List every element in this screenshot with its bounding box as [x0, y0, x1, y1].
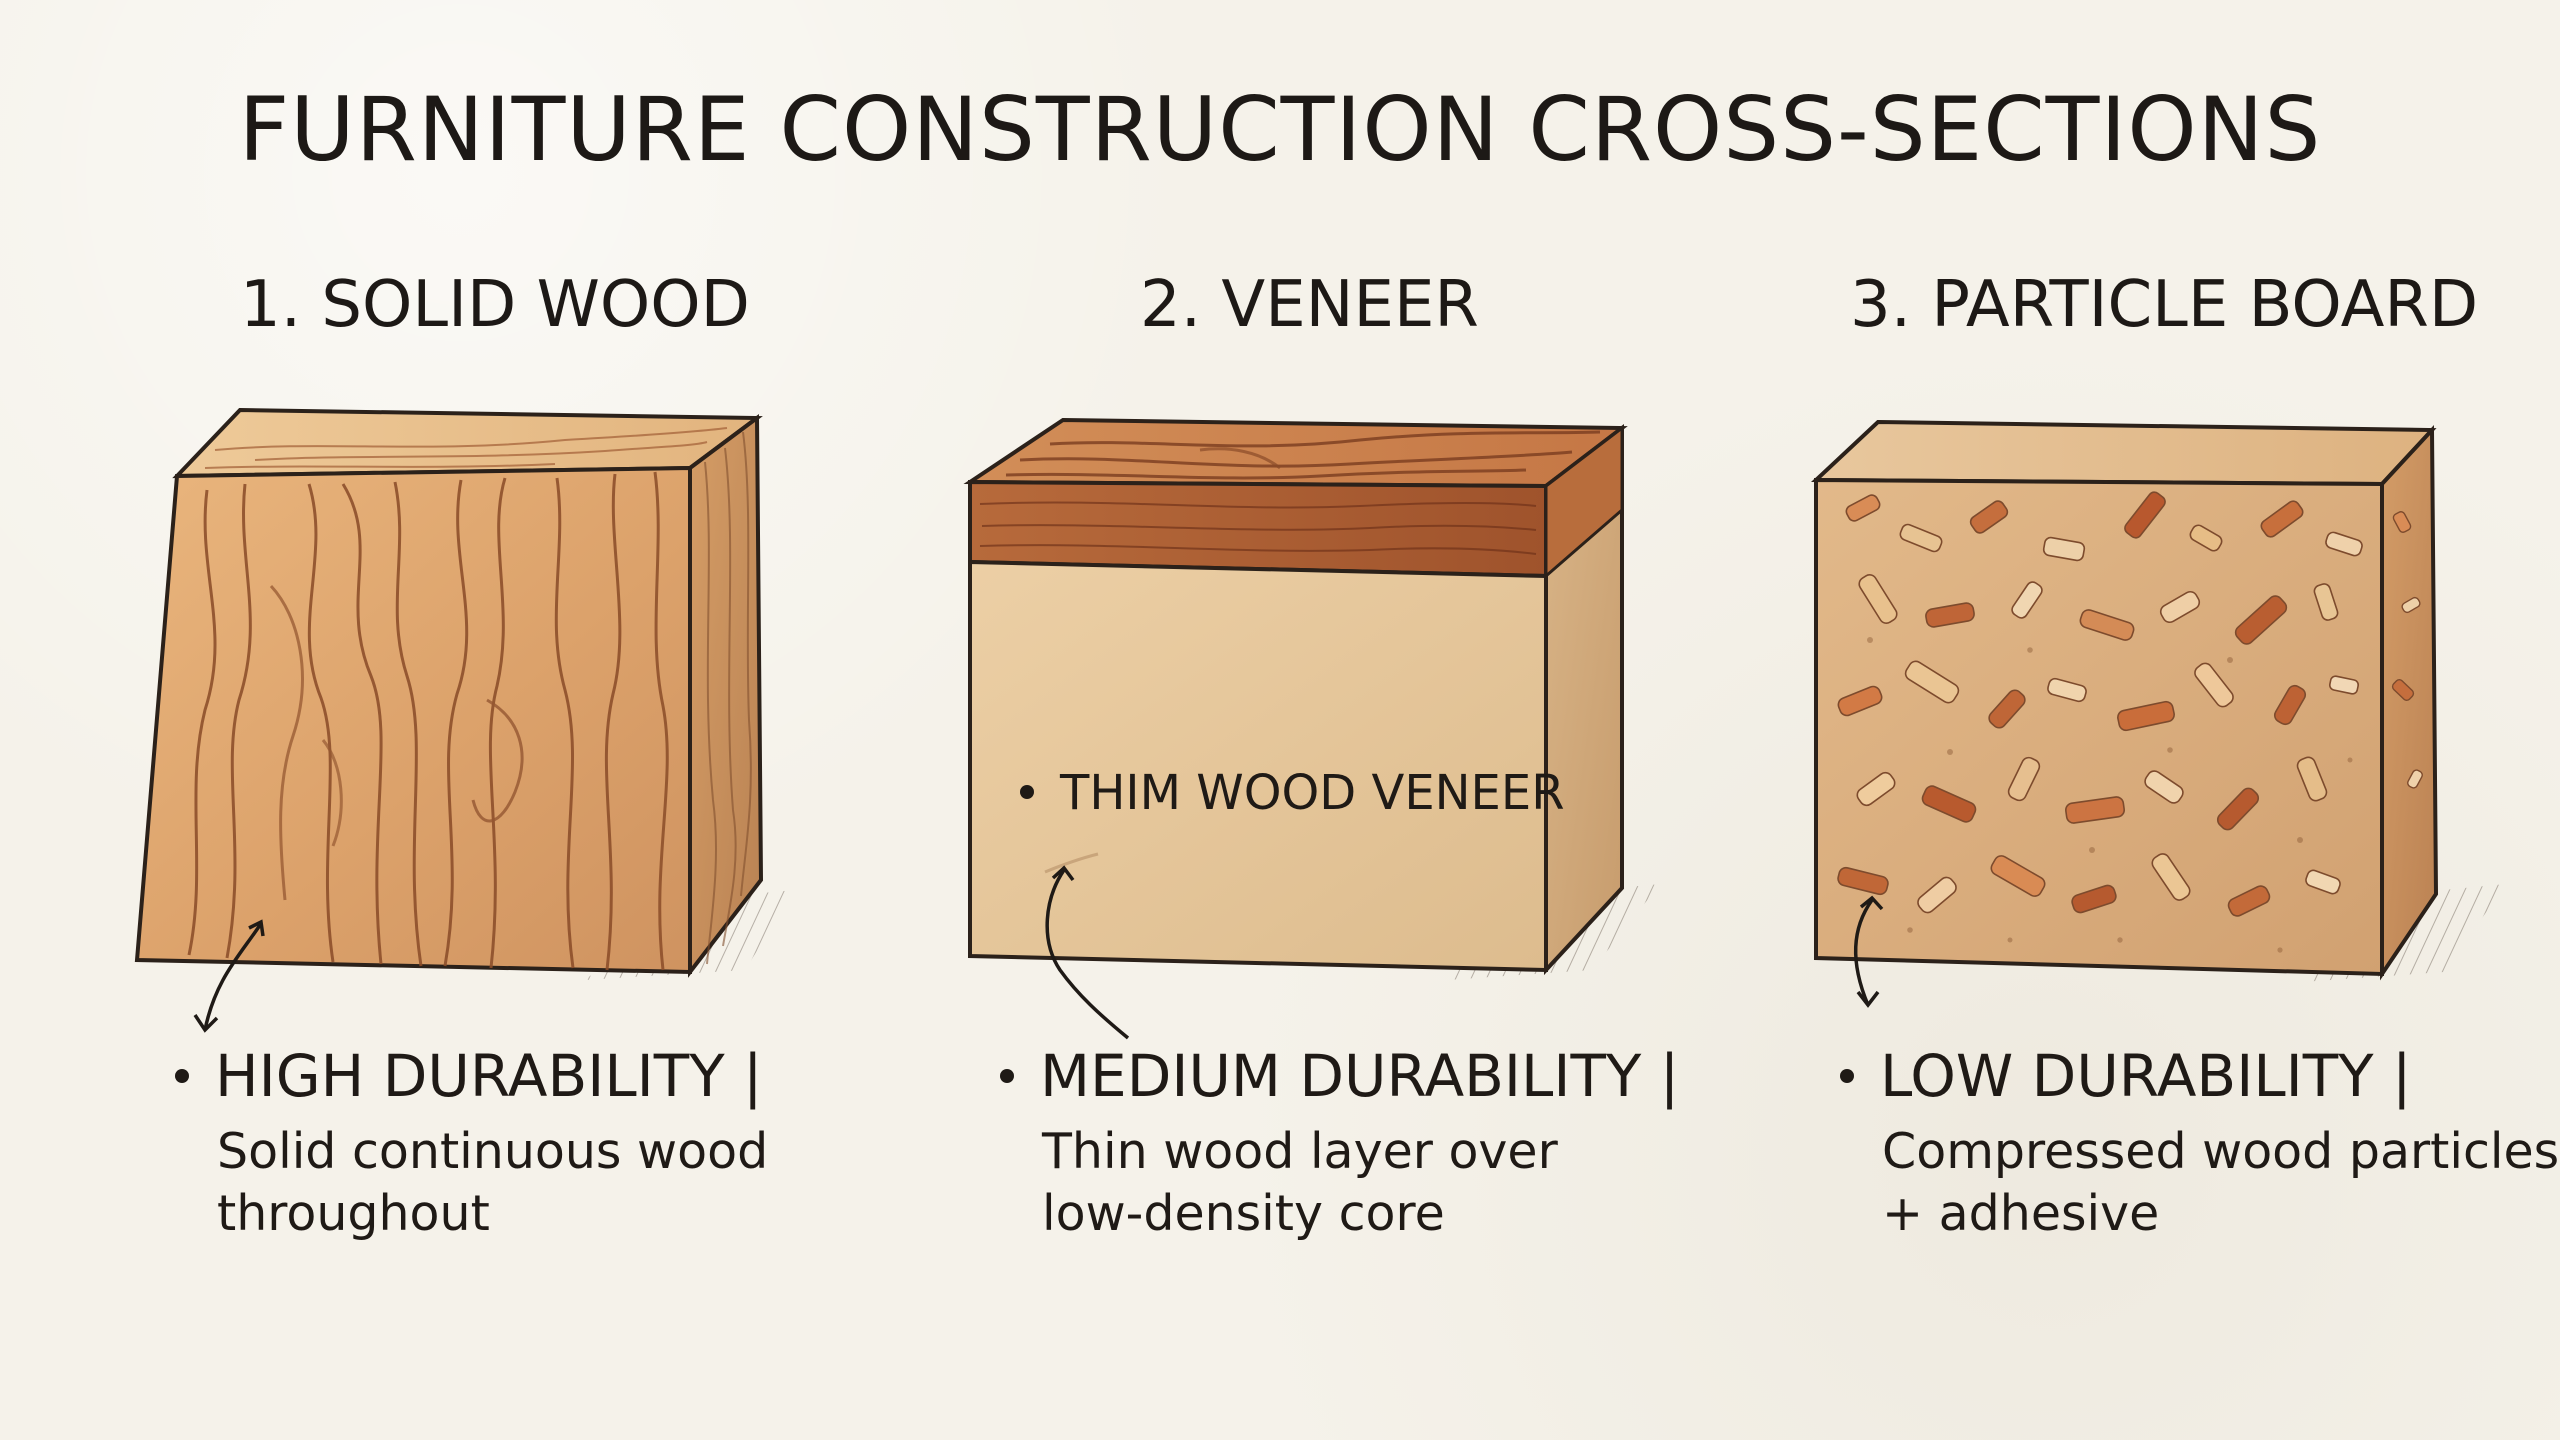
durability-label: MEDIUM DURABILITY |: [1040, 1042, 1680, 1110]
veneer-description: MEDIUM DURABILITY | Thin wood layer over…: [1000, 1042, 1720, 1245]
bullet-icon: [1840, 1068, 1854, 1083]
side-grain: [704, 431, 752, 965]
particle-board-description: LOW DURABILITY | Compressed wood particl…: [1840, 1042, 2560, 1245]
veneer-callout: THIM WOOD VENEER: [1020, 765, 1565, 821]
solid-wood-heading: 1. SOLID WOOD: [240, 268, 750, 342]
description-body: Compressed wood particles + adhesive: [1882, 1121, 2560, 1245]
veneer-illustration: [963, 417, 1660, 1040]
description-line-2: low-density core: [1042, 1185, 1445, 1243]
bullet-icon: [1000, 1068, 1014, 1083]
solid-wood-description: HIGH DURABILITY | Solid continuous wood …: [175, 1042, 895, 1245]
front-grain: [187, 471, 669, 971]
veneer-band-grain: [979, 501, 1537, 555]
page-title: FURNITURE CONSTRUCTION CROSS-SECTIONS: [238, 78, 2322, 181]
description-body: Thin wood layer over low-density core: [1042, 1121, 1720, 1245]
solid-wood-illustration: [134, 407, 795, 1033]
durability-label: LOW DURABILITY |: [1880, 1042, 2412, 1110]
durability-label-row: LOW DURABILITY |: [1840, 1042, 2560, 1110]
particle-board-panel: 3. PARTICLE BOARD: [1760, 0, 2560, 1440]
particle-board-heading: 3. PARTICLE BOARD: [1850, 268, 2479, 342]
curved-arrow: [1045, 869, 1130, 1040]
curved-arrow: [1853, 898, 1874, 1006]
veneer-top-grain: [1005, 430, 1601, 480]
speckles: [1867, 637, 2353, 953]
description-body: Solid continuous wood throughout: [217, 1121, 895, 1245]
durability-label: HIGH DURABILITY |: [215, 1042, 763, 1110]
curved-arrow: [203, 924, 262, 1031]
description-line-1: Solid continuous wood: [217, 1122, 769, 1180]
side-face: [2380, 424, 2439, 981]
side-particles: [2391, 511, 2423, 789]
description-line-2: + adhesive: [1882, 1185, 2160, 1243]
bullet-icon: [175, 1068, 189, 1083]
solid-wood-panel: 1. SOLID WOOD: [95, 0, 915, 1440]
durability-label-row: HIGH DURABILITY |: [175, 1042, 895, 1110]
side-band: [1544, 424, 1624, 580]
description-line-1: Compressed wood particles: [1882, 1122, 2560, 1180]
side-face: [688, 414, 764, 978]
veneer-panel: 2. VENEER: [900, 0, 1720, 1440]
veneer-callout-text: THIM WOOD VENEER: [1060, 765, 1565, 821]
top-face: [1810, 419, 2437, 487]
particles: [1837, 491, 2363, 917]
top-grain: [204, 427, 728, 469]
description-line-2: throughout: [217, 1185, 490, 1243]
bullet-icon: [1020, 785, 1034, 799]
description-line-1: Thin wood layer over: [1042, 1122, 1558, 1180]
veneer-heading: 2. VENEER: [1140, 268, 1479, 342]
particle-board-illustration: [1810, 419, 2506, 1008]
durability-label-row: MEDIUM DURABILITY |: [1000, 1042, 1720, 1110]
